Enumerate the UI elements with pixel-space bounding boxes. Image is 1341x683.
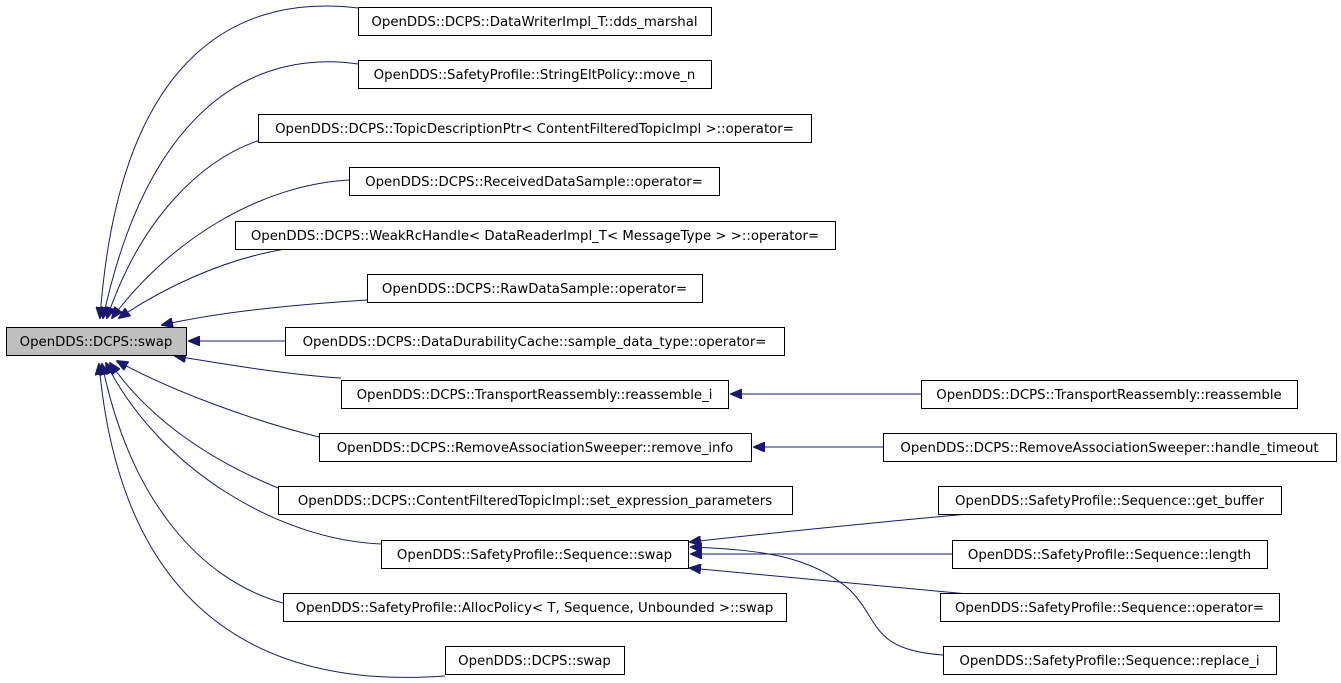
edge-n4-to-n0 [112,179,350,318]
caller-node[interactable]: OpenDDS::SafetyProfile::Sequence::operat… [940,593,1280,622]
edge-n2-to-n0 [103,61,359,318]
edge-n3-to-n0 [107,139,261,318]
node-label: OpenDDS::DCPS::WeakRcHandle< DataReaderI… [251,229,819,244]
caller-node[interactable]: OpenDDS::DCPS::DataWriterImpl_T::dds_mar… [358,7,712,36]
caller-node[interactable]: OpenDDS::SafetyProfile::AllocPolicy< T, … [283,593,787,622]
node-box[interactable] [358,7,712,36]
edge-n1-to-n0 [100,5,359,318]
caller-node[interactable]: OpenDDS::DCPS::swap [445,646,625,675]
node-box[interactable] [235,221,836,250]
caller-node[interactable]: OpenDDS::DCPS::TransportReassembly::reas… [921,380,1298,409]
node-label: OpenDDS::DCPS::TransportReassembly::reas… [936,388,1282,403]
node-label: OpenDDS::DCPS::DataWriterImpl_T::dds_mar… [371,15,697,30]
node-box[interactable] [319,433,752,462]
node-box[interactable] [445,646,625,675]
node-label: OpenDDS::SafetyProfile::Sequence::length [968,548,1251,563]
edge-n10-to-n0 [110,363,279,489]
caller-node[interactable]: OpenDDS::SafetyProfile::Sequence::length [952,540,1268,569]
node-box[interactable] [278,486,793,515]
edge-n6-to-n0 [162,299,368,325]
node-label: OpenDDS::DCPS::TransportReassembly::reas… [357,388,713,403]
root-node[interactable]: OpenDDS::DCPS::swap [6,327,187,356]
caller-node[interactable]: OpenDDS::SafetyProfile::StringEltPolicy:… [358,60,712,89]
node-label: OpenDDS::DCPS::RemoveAssociationSweeper:… [337,441,734,456]
node-box[interactable] [6,327,187,356]
edge-n16-to-n11 [690,513,969,542]
caller-node[interactable]: OpenDDS::DCPS::TopicDescriptionPtr< Cont… [258,114,812,143]
node-label: OpenDDS::DCPS::TopicDescriptionPtr< Cont… [275,122,794,137]
caller-node[interactable]: OpenDDS::SafetyProfile::Sequence::replac… [943,646,1277,675]
caller-node[interactable]: OpenDDS::DCPS::ContentFilteredTopicImpl:… [278,486,793,515]
caller-node[interactable]: OpenDDS::DCPS::RemoveAssociationSweeper:… [319,433,752,462]
edge-n12-to-n0 [102,364,284,604]
node-label: OpenDDS::DCPS::ReceivedDataSample::opera… [365,175,703,190]
caller-node[interactable]: OpenDDS::DCPS::RawDataSample::operator= [367,274,703,303]
node-box[interactable] [367,274,703,303]
node-label: OpenDDS::DCPS::swap [458,654,611,669]
node-box[interactable] [952,540,1268,569]
edge-n18-to-n11 [690,568,969,595]
node-label: OpenDDS::DCPS::RemoveAssociationSweeper:… [900,441,1318,456]
caller-node[interactable]: OpenDDS::SafetyProfile::Sequence::swap [381,540,689,569]
nodes-layer: OpenDDS::DCPS::swap OpenDDS::DCPS::DataWr… [6,7,1337,675]
caller-node[interactable]: OpenDDS::DCPS::RemoveAssociationSweeper:… [883,433,1337,462]
node-label: OpenDDS::SafetyProfile::AllocPolicy< T, … [296,601,774,616]
edge-n9-to-n0 [117,361,320,438]
node-box[interactable] [285,327,785,356]
node-label: OpenDDS::SafetyProfile::Sequence::replac… [959,654,1259,669]
node-label: OpenDDS::DCPS::DataDurabilityCache::samp… [303,335,767,350]
node-label: OpenDDS::DCPS::RawDataSample::operator= [382,282,687,297]
edge-n19-to-n11 [691,547,944,656]
node-box[interactable] [258,114,812,143]
node-box[interactable] [938,486,1282,515]
node-box[interactable] [921,380,1298,409]
edge-n13-to-n0 [99,364,446,678]
node-box[interactable] [358,60,712,89]
edges-layer [99,5,969,678]
edge-n8-to-n0 [175,356,342,379]
node-label: OpenDDS::SafetyProfile::StringEltPolicy:… [374,68,696,83]
edge-n11-to-n0 [106,363,382,545]
node-box[interactable] [940,593,1280,622]
node-box[interactable] [341,380,729,409]
node-box[interactable] [349,167,720,196]
caller-node[interactable]: OpenDDS::DCPS::ReceivedDataSample::opera… [349,167,720,196]
node-box[interactable] [883,433,1337,462]
node-label: OpenDDS::DCPS::ContentFilteredTopicImpl:… [298,494,772,509]
node-label: OpenDDS::SafetyProfile::Sequence::swap [397,548,672,563]
node-label: OpenDDS::DCPS::swap [20,335,173,350]
caller-node[interactable]: OpenDDS::SafetyProfile::Sequence::get_bu… [938,486,1282,515]
caller-node[interactable]: OpenDDS::DCPS::TransportReassembly::reas… [341,380,729,409]
node-label: OpenDDS::SafetyProfile::Sequence::operat… [955,601,1264,616]
caller-node[interactable]: OpenDDS::DCPS::DataDurabilityCache::samp… [285,327,785,356]
node-label: OpenDDS::SafetyProfile::Sequence::get_bu… [955,494,1264,509]
node-box[interactable] [381,540,689,569]
caller-node[interactable]: OpenDDS::DCPS::WeakRcHandle< DataReaderI… [235,221,836,250]
node-box[interactable] [943,646,1277,675]
node-box[interactable] [283,593,787,622]
edge-n5-to-n0 [119,248,286,318]
